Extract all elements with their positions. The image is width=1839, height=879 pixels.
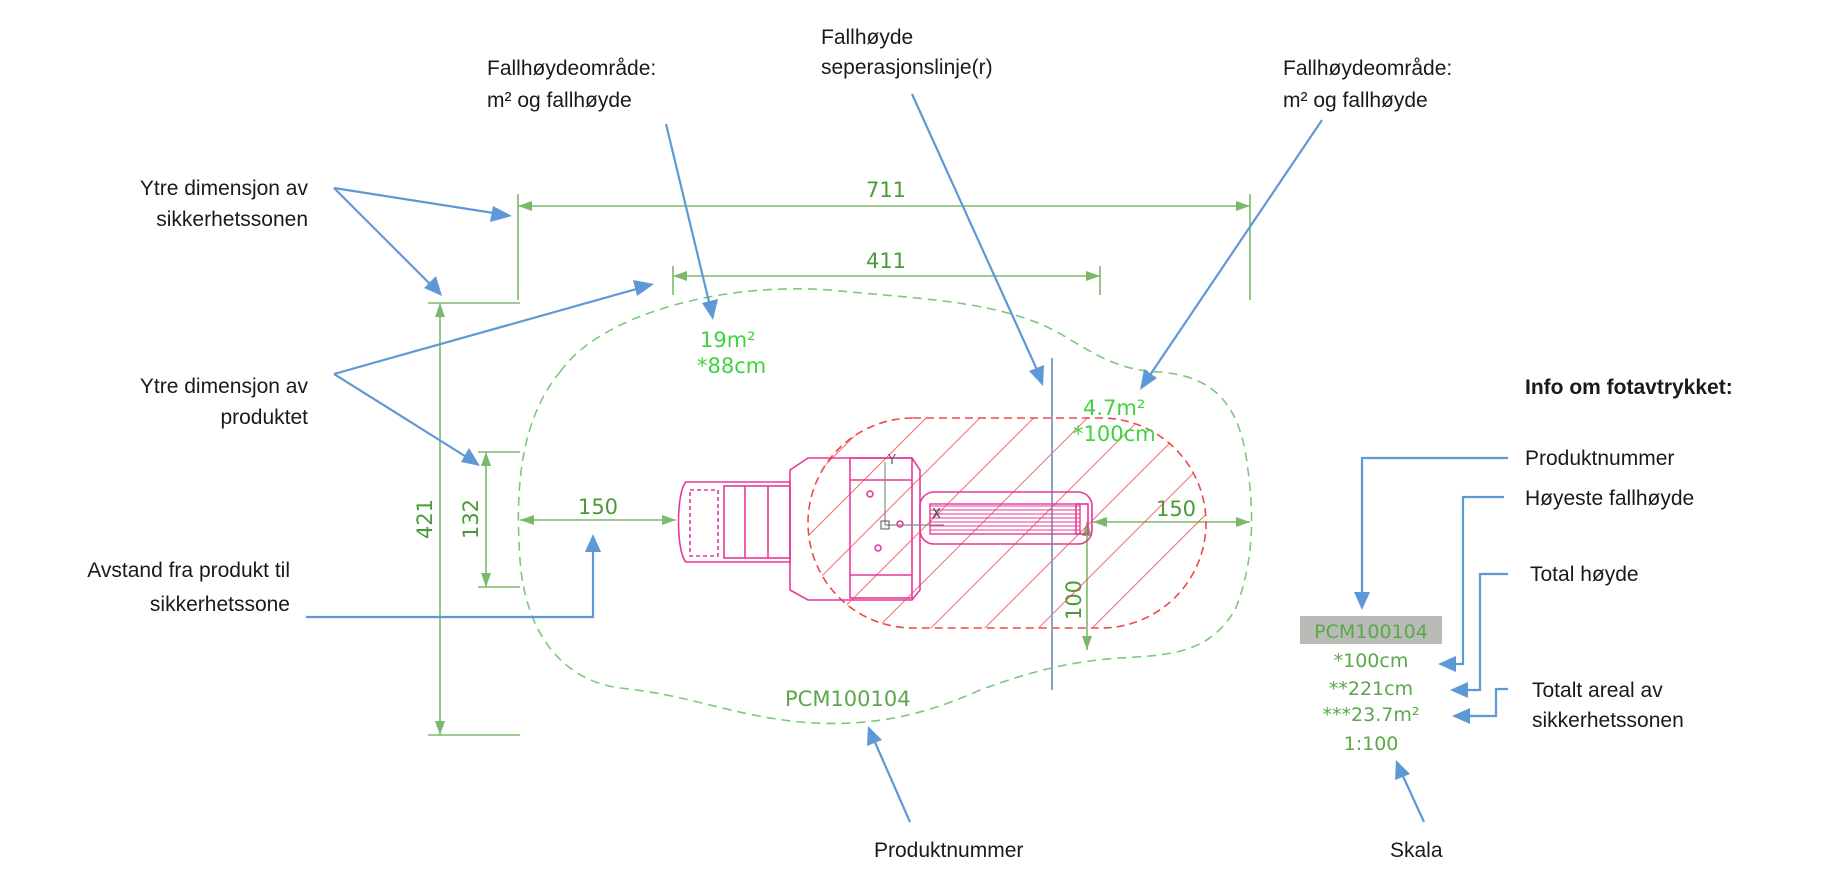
svg-text:Ytre dimensjon av: Ytre dimensjon av bbox=[140, 375, 309, 398]
info-code: PCM100104 bbox=[1314, 621, 1428, 643]
svg-text:seperasjonslinje(r): seperasjonslinje(r) bbox=[821, 56, 993, 79]
product-code-drawing: PCM100104 bbox=[785, 687, 911, 711]
info-fall-height: *100cm bbox=[1334, 650, 1409, 672]
svg-text:sikkerhetssone: sikkerhetssone bbox=[150, 593, 290, 616]
annotation-outer-zone: Ytre dimensjon av sikkerhetssonen bbox=[140, 177, 309, 231]
annotation-scale: Skala bbox=[1390, 839, 1443, 862]
dim-411-label: 411 bbox=[866, 249, 906, 273]
svg-text:Fallhøydeområde:: Fallhøydeområde: bbox=[1283, 57, 1452, 80]
dim-132-label: 132 bbox=[459, 499, 483, 539]
info-label-total-height: Total høyde bbox=[1530, 563, 1639, 586]
info-code-highlight bbox=[1300, 616, 1442, 644]
annotation-separation-line: Fallhøyde seperasjonslinje(r) bbox=[821, 26, 993, 79]
info-values-block: PCM100104 *100cm **221cm ***23.7m² 1:100 bbox=[1300, 616, 1442, 755]
zone-right-height: *100cm bbox=[1073, 422, 1156, 446]
dim-421-label: 421 bbox=[413, 499, 437, 539]
zone-right-area: 4.7m² bbox=[1083, 396, 1145, 420]
svg-text:produktet: produktet bbox=[220, 406, 308, 429]
annotation-distance: Avstand fra produkt til sikkerhetssone bbox=[87, 559, 290, 616]
svg-text:Fallhøydeområde:: Fallhøydeområde: bbox=[487, 57, 656, 80]
zone-left-height: *88cm bbox=[697, 354, 766, 378]
dimension-411: 411 bbox=[672, 249, 1101, 295]
safety-zone-outline bbox=[517, 288, 1253, 725]
info-panel-title: Info om fotavtrykket: bbox=[1525, 376, 1733, 399]
info-label-highest-fall: Høyeste fallhøyde bbox=[1525, 487, 1694, 510]
dimension-711: 711 bbox=[517, 178, 1251, 300]
annotation-arrows bbox=[306, 93, 1508, 823]
annotation-outer-product: Ytre dimensjon av produktet bbox=[140, 375, 309, 429]
svg-text:Fallhøyde: Fallhøyde bbox=[821, 26, 913, 49]
axis-x-label: X bbox=[932, 507, 941, 522]
info-area: ***23.7m² bbox=[1323, 704, 1420, 726]
svg-text:Totalt areal av: Totalt areal av bbox=[1532, 679, 1663, 702]
info-label-product-number: Produktnummer bbox=[1525, 447, 1674, 470]
svg-text:Avstand fra produkt til: Avstand fra produkt til bbox=[87, 559, 290, 582]
dim-150-left-label: 150 bbox=[578, 495, 618, 519]
annotation-fallhoyde-left: Fallhøydeområde: m² og fallhøyde bbox=[487, 57, 656, 112]
info-label-total-area: Totalt areal av sikkerhetssonen bbox=[1532, 679, 1684, 732]
info-scale: 1:100 bbox=[1344, 733, 1399, 755]
annotation-fallhoyde-right: Fallhøydeområde: m² og fallhøyde bbox=[1283, 57, 1452, 112]
svg-text:sikkerhetssonen: sikkerhetssonen bbox=[156, 208, 308, 231]
product-outline: Y X bbox=[677, 453, 1093, 601]
svg-text:Ytre dimensjon av: Ytre dimensjon av bbox=[140, 177, 309, 200]
svg-text:m² og fallhøyde: m² og fallhøyde bbox=[487, 89, 632, 112]
dimension-132: 132 bbox=[459, 451, 520, 588]
zone-left-area: 19m² bbox=[700, 328, 756, 352]
info-total-height: **221cm bbox=[1329, 678, 1413, 700]
svg-text:m² og fallhøyde: m² og fallhøyde bbox=[1283, 89, 1428, 112]
annotation-product-number: Produktnummer bbox=[874, 839, 1023, 862]
dimension-150-left: 150 bbox=[520, 495, 676, 525]
svg-text:sikkerhetssonen: sikkerhetssonen bbox=[1532, 709, 1684, 732]
dim-711-label: 711 bbox=[866, 178, 906, 202]
dimension-421: 421 bbox=[413, 302, 520, 736]
axis-y-label: Y bbox=[887, 453, 896, 468]
